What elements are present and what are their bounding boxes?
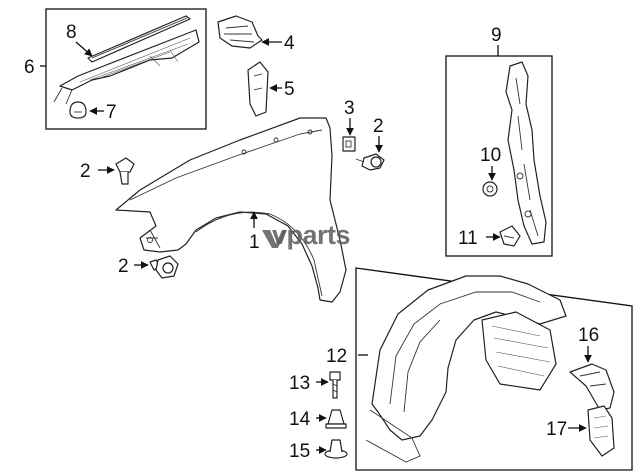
callout-15: 15 xyxy=(289,441,310,462)
part-13-screw xyxy=(329,371,341,399)
callout-12: 12 xyxy=(326,346,347,367)
part-2-bolt-left-lower xyxy=(149,255,179,279)
part-2-bolt-left-upper xyxy=(115,157,135,185)
part-5-seal-pad xyxy=(247,61,269,117)
watermark-text: vparts xyxy=(272,220,350,250)
callout-6: 6 xyxy=(24,57,35,78)
watermark-logo: vparts xyxy=(262,220,351,250)
callout-2-right: 2 xyxy=(373,116,384,137)
callout-9: 9 xyxy=(491,25,502,46)
part-15-clip xyxy=(324,439,348,459)
callout-2-left-lower: 2 xyxy=(118,256,129,277)
part-9-bracket xyxy=(505,61,547,245)
callout-14: 14 xyxy=(289,409,311,430)
part-4-insulator xyxy=(217,15,263,49)
callout-4: 4 xyxy=(284,33,295,54)
leader-8 xyxy=(75,41,93,57)
group-box-9 xyxy=(445,55,553,257)
part-6-fender-seal xyxy=(53,29,200,105)
callout-1: 1 xyxy=(249,232,260,253)
part-12-fender-liner xyxy=(365,275,567,463)
callout-17: 17 xyxy=(546,419,567,440)
watermark-v-mark-icon xyxy=(262,230,286,248)
callout-2-left-upper: 2 xyxy=(80,161,91,182)
part-2-bolt-right xyxy=(355,153,385,171)
callout-13: 13 xyxy=(289,373,310,394)
callout-7: 7 xyxy=(106,102,117,123)
callout-11: 11 xyxy=(458,228,478,249)
part-10-clip xyxy=(482,181,498,197)
group-box-6 xyxy=(45,8,207,130)
part-11-clip xyxy=(499,225,521,247)
part-1-fender xyxy=(115,117,347,303)
part-16-splash-shield xyxy=(569,363,615,411)
callout-10: 10 xyxy=(480,145,501,166)
part-14-clip xyxy=(325,409,347,429)
part-7-clip xyxy=(69,101,87,119)
part-8-seal-strip xyxy=(87,15,191,63)
callout-16: 16 xyxy=(578,325,599,346)
callout-3: 3 xyxy=(344,98,355,119)
callout-8: 8 xyxy=(66,22,77,43)
part-17-seal xyxy=(587,405,615,457)
part-3-plate xyxy=(342,136,356,152)
callout-5: 5 xyxy=(284,79,295,100)
